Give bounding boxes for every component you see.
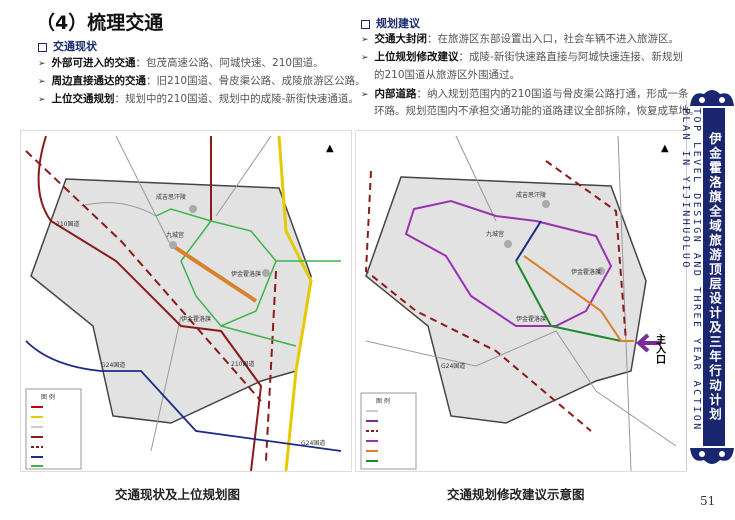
map-current-traffic: 成吉思汗陵 九城宫 伊金霍洛旗 伊金霍洛旗 210国道 210国道 G24国道 … (20, 130, 352, 472)
road-grey (80, 135, 272, 452)
road-orange (171, 244, 258, 303)
map-svg: 成吉思汗陵 九城宫 伊金霍洛旗 伊金霍洛旗 G24国道 主入口 图 例 ▲ (360, 135, 677, 472)
arrow-icon: ➢ (38, 59, 46, 69)
section-heading: 交通现状 (53, 40, 97, 53)
item-text: ：旧210国道、骨皮渠公路、成陵旅游区公路。 (146, 75, 366, 87)
map-label: 伊金霍洛旗 (571, 268, 601, 276)
map-label: G24国道 (101, 361, 125, 369)
ornament-bottom-icon (690, 448, 734, 464)
road-orange (523, 255, 634, 342)
road-red (37, 135, 263, 472)
arrow-icon: ➢ (38, 95, 46, 105)
road-green (155, 208, 341, 347)
area-boundary (365, 176, 647, 424)
north-arrow-icon: ▲ (326, 143, 334, 154)
legend (360, 392, 417, 470)
entrance-arrow-icon (635, 333, 661, 353)
map-label: 伊金霍洛旗 (231, 270, 261, 278)
item-label: 周边直接通达的交通 (51, 75, 147, 87)
road-blue (515, 220, 542, 262)
page-number: 51 (700, 494, 716, 508)
item-label: 上位规划修改建议 (374, 51, 459, 63)
map-caption: 交通规划修改建议示意图 (447, 487, 585, 502)
banner-english-line1: TOP LEVEL DESIGN AND THREE YEAR ACTION (691, 108, 702, 432)
current-item: ➢ 外部可进入的交通：包茂高速公路、阿城快速、210国道。 (38, 55, 324, 70)
map-label: G24国道 (301, 439, 325, 447)
area-boundary (30, 178, 312, 424)
map-label: 成吉思汗陵 (516, 191, 546, 199)
section-proposal: 规划建议 (361, 15, 420, 31)
item-label: 交通大封闭 (374, 33, 428, 45)
section-heading: 规划建议 (376, 17, 420, 30)
item-text: ：纳入规划范围内的210国道与骨皮渠公路打通，形成一条 (416, 88, 689, 100)
item-label: 内部道路 (374, 88, 417, 100)
map-label: 九城宫 (486, 230, 504, 238)
legend-title: 图 例 (41, 393, 55, 401)
arrow-icon: ➢ (361, 90, 369, 100)
item-text-cont: 的210国道从旅游区外围通过。 (374, 69, 521, 81)
road-red-dashed (364, 160, 627, 432)
legend (25, 388, 82, 470)
map-svg: 成吉思汗陵 九城宫 伊金霍洛旗 伊金霍洛旗 210国道 210国道 G24国道 … (25, 135, 342, 472)
item-label: 外部可进入的交通 (51, 57, 136, 69)
map-label: 伊金霍洛旗 (181, 315, 211, 323)
road-green (515, 260, 622, 342)
banner-english-line2: PLAN IN YIJINHUOLUO (680, 108, 691, 270)
map-label: 成吉思汗陵 (156, 193, 186, 201)
arrow-icon: ➢ (361, 35, 369, 45)
item-text: ：包茂高速公路、阿城快速、210国道。 (135, 57, 324, 69)
proposal-item: ➢ 上位规划修改建议：成陵-新街快速路直接与阿城快速连接、新规划 (361, 49, 683, 64)
map-label: 210国道 (56, 220, 79, 228)
road-purple (404, 199, 613, 327)
section-current: 交通现状 (38, 38, 97, 54)
main-entrance-label: 主入口 (654, 333, 666, 364)
map-label: 伊金霍洛旗 (516, 315, 546, 323)
ornament-top-icon (690, 90, 734, 106)
map-label: 210国道 (231, 360, 254, 368)
arrow-icon: ➢ (38, 77, 46, 87)
map-caption: 交通现状及上位规划图 (115, 487, 241, 502)
item-label: 上位交通规划 (51, 93, 115, 105)
legend-title: 图 例 (376, 397, 390, 405)
checkbox-icon (361, 19, 370, 29)
proposal-item: ➢ 交通大封闭：在旅游区东部设置出入口，社会车辆不进入旅游区。 (361, 31, 679, 46)
current-item: ➢ 上位交通规划：规划中的210国道、规划中的成陵-新街快速通道。 (38, 91, 359, 106)
map-label: 九城宫 (166, 231, 184, 239)
current-item: ➢ 周边直接通达的交通：旧210国道、骨皮渠公路、成陵旅游区公路。 (38, 73, 366, 88)
proposal-item: ➢ 内部道路：纳入规划范围内的210国道与骨皮渠公路打通，形成一条 (361, 86, 689, 101)
item-text: ：在旅游区东部设置出入口，社会车辆不进入旅游区。 (427, 33, 680, 45)
road-red-dashed (25, 150, 277, 462)
road-yellow (277, 135, 313, 472)
item-text: ：规划中的210国道、规划中的成陵-新街快速通道。 (114, 93, 359, 105)
north-arrow-icon: ▲ (661, 143, 669, 154)
road-blue (25, 340, 342, 452)
checkbox-icon (38, 42, 47, 52)
banner-title: 伊金霍洛旗全域旅游顶层设计及三年行动计划 (703, 108, 725, 446)
map-label: G24国道 (441, 362, 465, 370)
divider (686, 100, 687, 470)
page-title: （4）梳理交通 (36, 12, 164, 34)
road-grey (365, 135, 677, 472)
arrow-icon: ➢ (361, 53, 369, 63)
item-text-cont: 环路。规划范围内不承担交通功能的道路建议全部拆除，恢复成草地。 (374, 105, 700, 117)
item-text: ：成陵-新街快速路直接与阿城快速连接、新规划 (458, 51, 683, 63)
map-proposal: 成吉思汗陵 九城宫 伊金霍洛旗 伊金霍洛旗 G24国道 主入口 图 例 ▲ (355, 130, 687, 472)
